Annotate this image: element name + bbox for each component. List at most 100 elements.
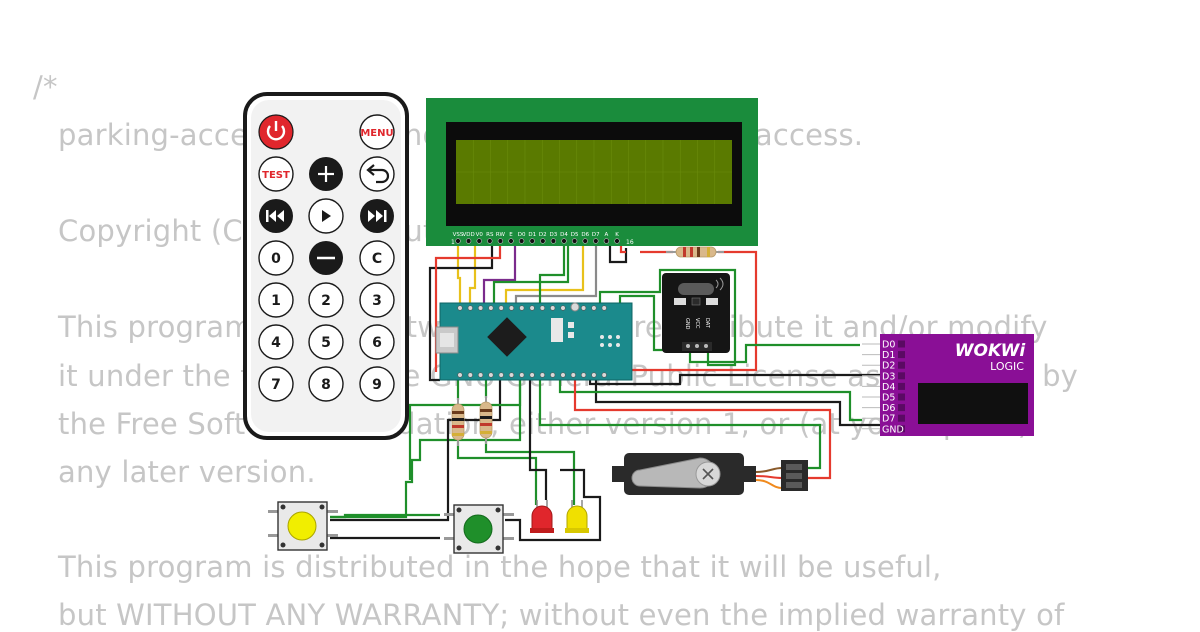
lcd-pin-last: 16: [626, 239, 634, 246]
test-label: TEST: [262, 170, 290, 181]
lcd-pin-label: D1: [528, 232, 536, 238]
lcd-pin-label: D2: [539, 232, 547, 238]
code-line: any later version.: [58, 455, 316, 489]
play-icon: [322, 210, 331, 222]
lcd-pin-label: A: [605, 232, 609, 238]
arduino-icsp: [600, 335, 620, 347]
back-button[interactable]: [359, 156, 395, 192]
key-c-button[interactable]: C: [359, 240, 395, 276]
yellow-push-button[interactable]: [268, 501, 338, 551]
menu-button[interactable]: MENU: [359, 114, 395, 150]
forward-button[interactable]: [360, 199, 394, 233]
lcd-pin: [465, 238, 472, 244]
logic-pin: [898, 414, 905, 422]
key-3-button[interactable]: 3: [359, 282, 395, 318]
wire: [330, 380, 502, 522]
wire: [492, 240, 570, 305]
key-label: 8: [321, 377, 331, 393]
red-led[interactable]: [530, 500, 554, 533]
logic-brand: WOKWi: [955, 341, 1027, 361]
lcd-pin-label: VSS: [453, 232, 464, 238]
wire: [514, 240, 598, 305]
test-button[interactable]: TEST: [258, 156, 294, 192]
arduino-pin: [519, 305, 525, 311]
resistor-left[interactable]: [451, 398, 465, 446]
logic-channel-label: D5: [882, 393, 895, 404]
wire: [573, 380, 832, 480]
code-line: but WITHOUT ANY WARRANTY; without even t…: [58, 598, 1065, 632]
resistor-backlight[interactable]: [666, 246, 724, 258]
key-label: C: [372, 251, 382, 267]
play-button[interactable]: [308, 198, 344, 234]
lcd-pin: [582, 238, 588, 244]
power-button[interactable]: [258, 114, 294, 150]
arduino-pin: [488, 372, 494, 378]
yellow-led[interactable]: [565, 500, 589, 533]
logic-pin: [898, 372, 905, 380]
wire: [588, 373, 880, 386]
rtc-pin-label: DAT: [704, 318, 710, 329]
wire: [598, 268, 737, 367]
key-2-button[interactable]: 2: [308, 282, 344, 318]
arduino-pin: [560, 305, 566, 311]
arduino-pin: [457, 372, 463, 378]
key-5-button[interactable]: 5: [308, 324, 344, 360]
lcd-pin-first: 1: [451, 239, 455, 246]
key-8-button[interactable]: 8: [308, 366, 344, 402]
minus-button[interactable]: [309, 241, 343, 275]
arduino-pin: [529, 305, 535, 311]
ir-remote[interactable]: MENU TEST: [243, 92, 409, 440]
arduino-pin: [498, 372, 504, 378]
logic-pin: [898, 404, 905, 412]
key-4-button[interactable]: 4: [258, 324, 294, 360]
lcd-pin-label: RS: [486, 232, 494, 238]
lcd-pin-label: D5: [571, 232, 579, 238]
arduino-pin: [529, 372, 535, 378]
lcd-pin: [497, 238, 504, 244]
arduino-pin: [467, 372, 473, 378]
arduino-nano[interactable]: [435, 302, 633, 381]
rtc-module[interactable]: GND VCC DAT: [662, 273, 730, 353]
lcd-pin: [508, 238, 514, 244]
rewind-button[interactable]: [259, 199, 293, 233]
logic-pin: [898, 351, 905, 359]
arduino-pin: [591, 372, 597, 378]
green-push-button[interactable]: [444, 504, 514, 554]
power-icon: [266, 121, 286, 141]
logic-pin: [898, 425, 905, 433]
wire: [408, 380, 522, 480]
lcd-pin: [540, 238, 546, 244]
servo-motor[interactable]: [612, 453, 808, 495]
arduino-pin: [560, 372, 566, 378]
servo-x-icon: [702, 468, 714, 480]
key-7-button[interactable]: 7: [258, 366, 294, 402]
wire: [482, 240, 517, 305]
menu-label: MENU: [360, 128, 393, 139]
resistor-right[interactable]: [479, 396, 493, 444]
lcd-pin-label: RW: [496, 232, 506, 238]
lcd-pin: [476, 238, 482, 244]
key-6-button[interactable]: 6: [359, 324, 395, 360]
wire: [608, 240, 628, 264]
logic-pin: [898, 361, 905, 369]
key-label: 9: [372, 377, 382, 393]
lcd-pin-label: E: [509, 232, 513, 238]
wire: [538, 380, 822, 470]
arduino-pin: [478, 305, 484, 311]
rtc-pin-label: VCC: [694, 318, 700, 329]
key-1-button[interactable]: 1: [258, 282, 294, 318]
lcd-pin-label: D4: [560, 232, 568, 238]
forward-icon: [368, 210, 387, 222]
lcd-pin: [571, 238, 578, 244]
arduino-pin: [539, 305, 546, 311]
lcd-pin: [614, 238, 620, 244]
wire: [558, 380, 862, 422]
key-9-button[interactable]: 9: [359, 366, 395, 402]
arduino-pin: [498, 305, 504, 311]
arduino-pin: [580, 305, 587, 311]
key-0-button[interactable]: 0: [258, 240, 294, 276]
plus-button[interactable]: [309, 157, 343, 191]
